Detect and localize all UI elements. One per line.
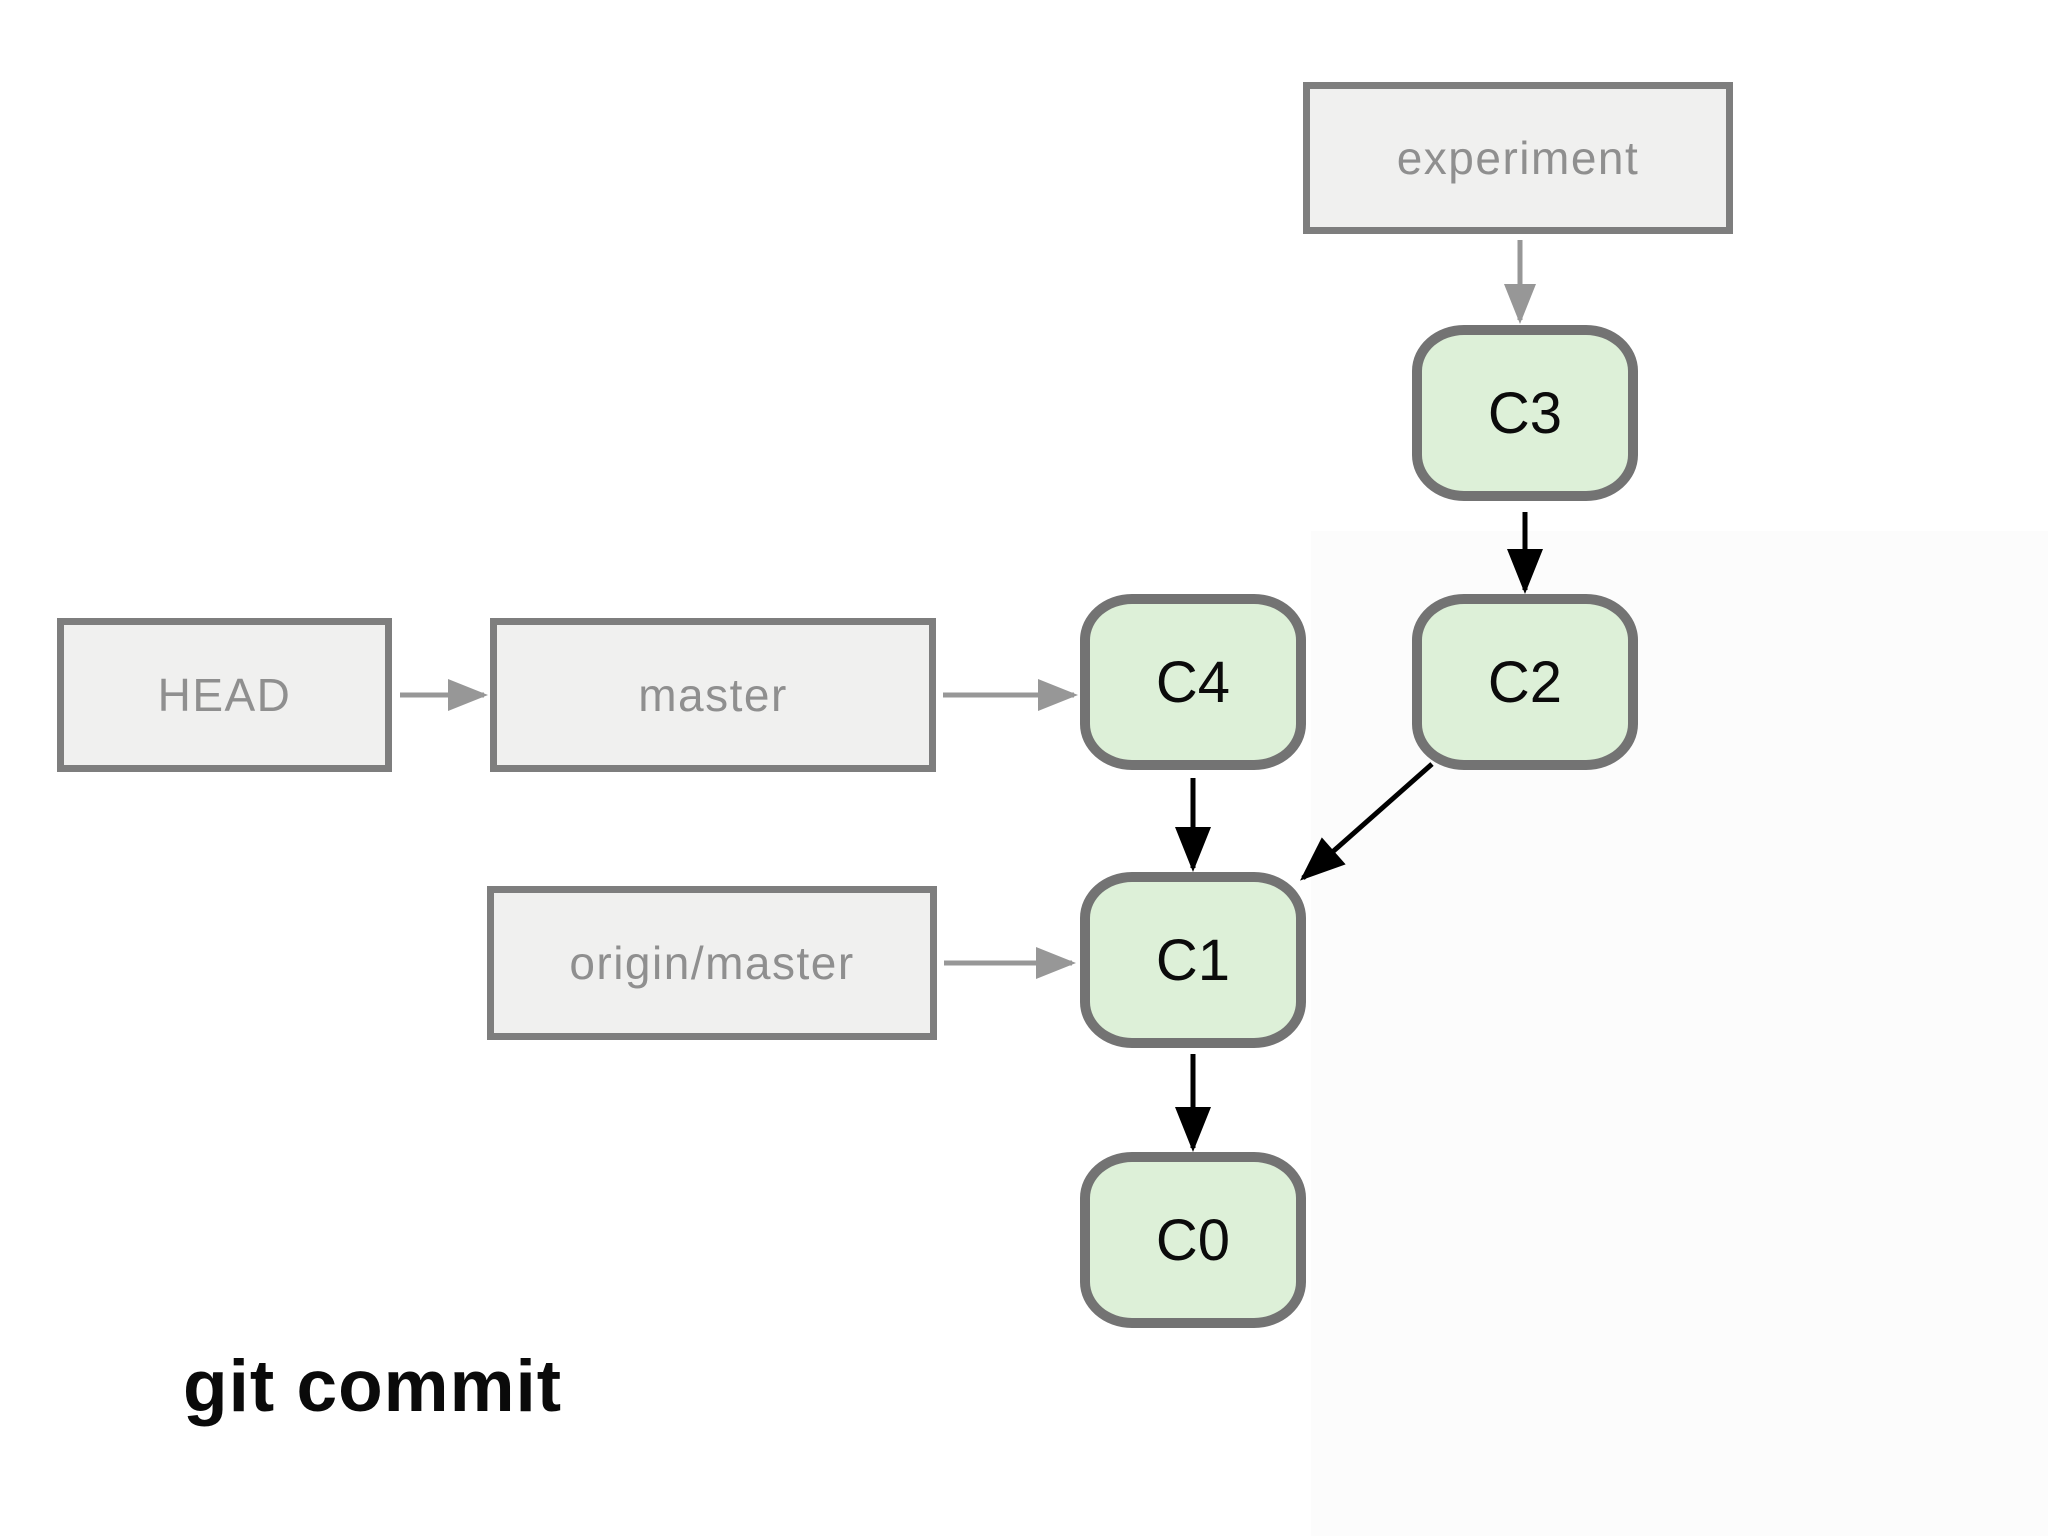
commit-node-c4: C4 bbox=[1080, 594, 1306, 770]
ref-label-master: master bbox=[638, 669, 788, 721]
ref-box-head: HEAD bbox=[57, 618, 392, 772]
commit-node-c1: C1 bbox=[1080, 872, 1306, 1048]
commit-label-c4: C4 bbox=[1155, 649, 1231, 715]
commit-label-c3: C3 bbox=[1487, 380, 1563, 446]
commit-node-c0: C0 bbox=[1080, 1152, 1306, 1328]
commit-label-c2: C2 bbox=[1487, 649, 1563, 715]
commit-node-c3: C3 bbox=[1412, 325, 1638, 501]
commit-label-c1: C1 bbox=[1155, 927, 1231, 993]
commit-node-c2: C2 bbox=[1412, 594, 1638, 770]
commit-label-c0: C0 bbox=[1155, 1207, 1231, 1273]
ref-box-experiment: experiment bbox=[1303, 82, 1733, 234]
ref-label-origin-master: origin/master bbox=[569, 937, 855, 989]
ref-label-experiment: experiment bbox=[1396, 132, 1640, 184]
ref-box-origin-master: origin/master bbox=[487, 886, 937, 1040]
caption-git-commit: git commit bbox=[183, 1346, 563, 1427]
ref-label-head: HEAD bbox=[157, 669, 292, 721]
ref-box-master: master bbox=[490, 618, 936, 772]
